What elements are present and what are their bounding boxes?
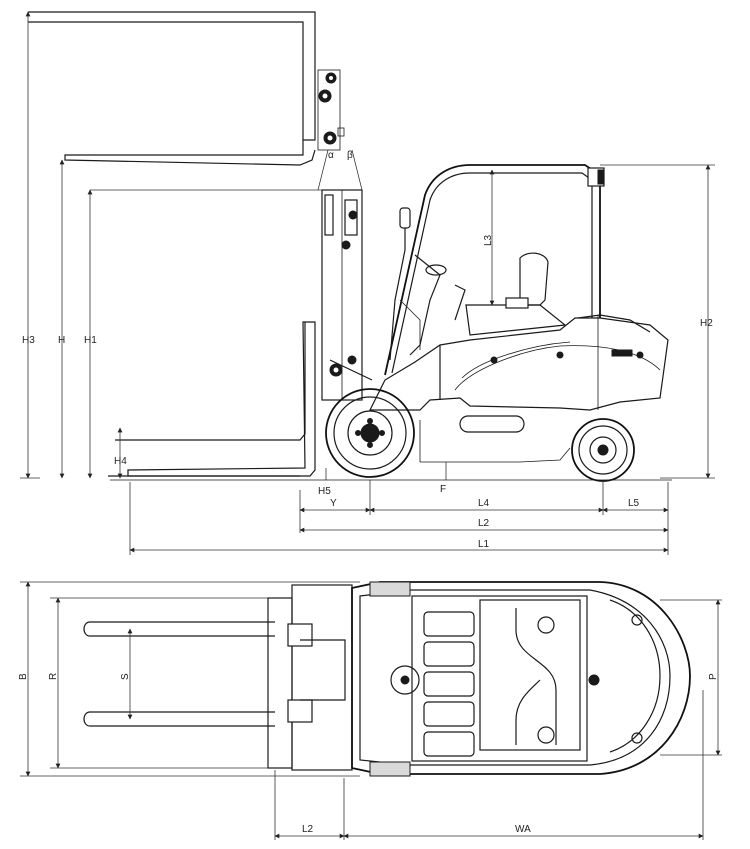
seat [454,252,567,336]
dim-label-H4: H4 [114,456,127,467]
dim-label-L3: L3 [483,234,494,246]
dim-label-B: B [18,673,29,680]
steering [399,254,447,356]
dim-label-H1: H1 [84,335,97,346]
dim-label-H2: H2 [700,318,713,329]
side-view: H3 H H1 H4 H2 L3 α β H5 [20,11,715,555]
forks-top [83,621,275,727]
lowered-fork [108,321,316,477]
dim-label-Y: Y [330,498,337,509]
dim-label-beta: β [347,150,353,161]
dim-label-P: P [708,673,719,680]
truck-top-outline [351,581,691,777]
dim-label-L2-side: L2 [478,518,490,529]
dim-label-H3: H3 [22,335,35,346]
front-wheel [325,388,415,478]
dim-label-R: R [48,673,59,680]
top-dimensions: B R S P L2 WA [18,581,722,840]
overhead-guard [384,164,605,376]
dim-label-L4: L4 [478,498,490,509]
dim-label-H: H [58,335,65,346]
truck-body [369,314,669,463]
side-dimensions: H3 H H1 H4 H2 L3 α β H5 [20,11,715,555]
raised-fork [28,11,345,166]
dim-label-L2-top: L2 [302,824,314,835]
rear-wheel [571,418,635,482]
dim-label-L5: L5 [628,498,640,509]
top-view: B R S P L2 WA [18,581,722,840]
dim-label-WA: WA [515,824,531,835]
dim-label-H5: H5 [318,486,331,497]
dim-label-L1: L1 [478,539,490,550]
dim-label-alpha: α [328,150,334,161]
dim-label-S: S [120,673,131,680]
dim-label-F: F [440,484,446,495]
mast [321,189,373,401]
